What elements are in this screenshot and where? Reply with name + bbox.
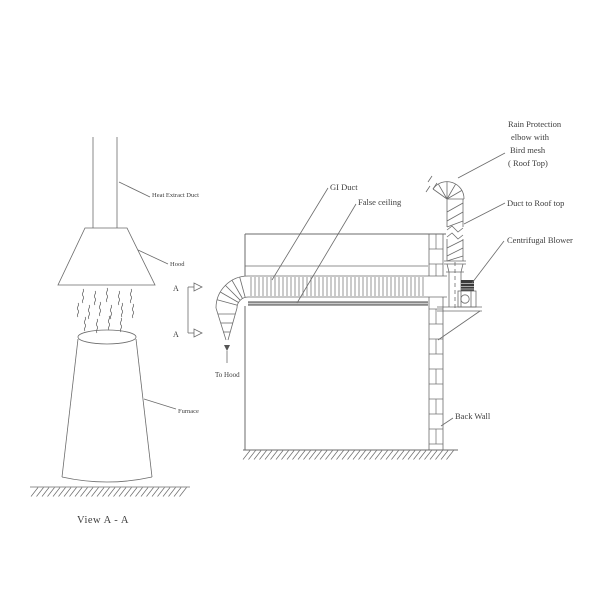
section-letter-top: A xyxy=(173,284,179,293)
rain-marks-icon xyxy=(425,175,438,193)
main-view: To Hood xyxy=(215,119,573,460)
building-outline xyxy=(243,233,458,451)
hood-shape xyxy=(57,227,156,286)
view-caption: View A - A xyxy=(77,515,129,526)
leader-furnace xyxy=(143,398,177,410)
ground-left xyxy=(30,486,190,497)
break-symbol xyxy=(446,225,464,240)
back-wall-shape xyxy=(428,234,444,450)
duct-elbow-to-hood xyxy=(215,275,249,363)
motor-icon xyxy=(461,280,474,291)
centrifugal-blower-label: Centrifugal Blower xyxy=(507,235,573,245)
heat-extract-duct xyxy=(92,137,118,228)
back-wall-label: Back Wall xyxy=(455,411,491,421)
rain-elbow-shape xyxy=(432,181,465,200)
left-view: Heat Extract Duct Hood Furnace View A - … xyxy=(30,137,203,526)
leader-duct-to-roof xyxy=(463,202,506,225)
rain-label-line4: ( Roof Top) xyxy=(508,158,548,168)
heat-waves xyxy=(76,287,135,334)
rain-protection-label: Rain Protection elbow with Bird mesh ( R… xyxy=(508,119,562,168)
section-letter-bottom: A xyxy=(173,330,179,339)
duct-to-roof-label: Duct to Roof top xyxy=(507,198,564,208)
leader-false-ceiling xyxy=(296,203,357,304)
gi-duct-shape xyxy=(248,275,447,298)
rain-label-line1: Rain Protection xyxy=(508,119,562,129)
hood-label: Hood xyxy=(170,261,185,268)
spiral-duct-upper xyxy=(446,199,464,228)
roof-duct-assembly xyxy=(425,175,482,341)
leader-back-wall xyxy=(440,417,454,427)
leader-rain-elbow xyxy=(457,152,506,179)
furnace-label: Furnace xyxy=(178,408,199,415)
section-marker: A A xyxy=(173,282,203,339)
section-arrow-icon xyxy=(193,282,203,292)
to-hood-label: To Hood xyxy=(215,371,240,379)
section-arrow-icon xyxy=(193,328,203,338)
false-ceiling-label: False ceiling xyxy=(358,197,402,207)
gi-duct-label: GI Duct xyxy=(330,182,358,192)
furnace-shape xyxy=(61,329,153,483)
heat-extract-duct-label: Heat Extract Duct xyxy=(152,192,199,199)
leader-hood xyxy=(137,249,169,265)
leader-gi-duct xyxy=(271,187,329,281)
ground-right xyxy=(242,450,454,460)
flow-arrow-icon xyxy=(224,345,230,351)
leader-blower xyxy=(471,240,505,284)
rain-label-line2: elbow with xyxy=(511,132,550,142)
spiral-duct-lower xyxy=(444,239,466,265)
rain-label-line3: Bird mesh xyxy=(510,145,546,155)
leader-heat-extract-duct xyxy=(118,181,151,198)
centrifugal-blower-shape xyxy=(437,280,482,341)
false-ceiling-shape xyxy=(248,301,428,306)
